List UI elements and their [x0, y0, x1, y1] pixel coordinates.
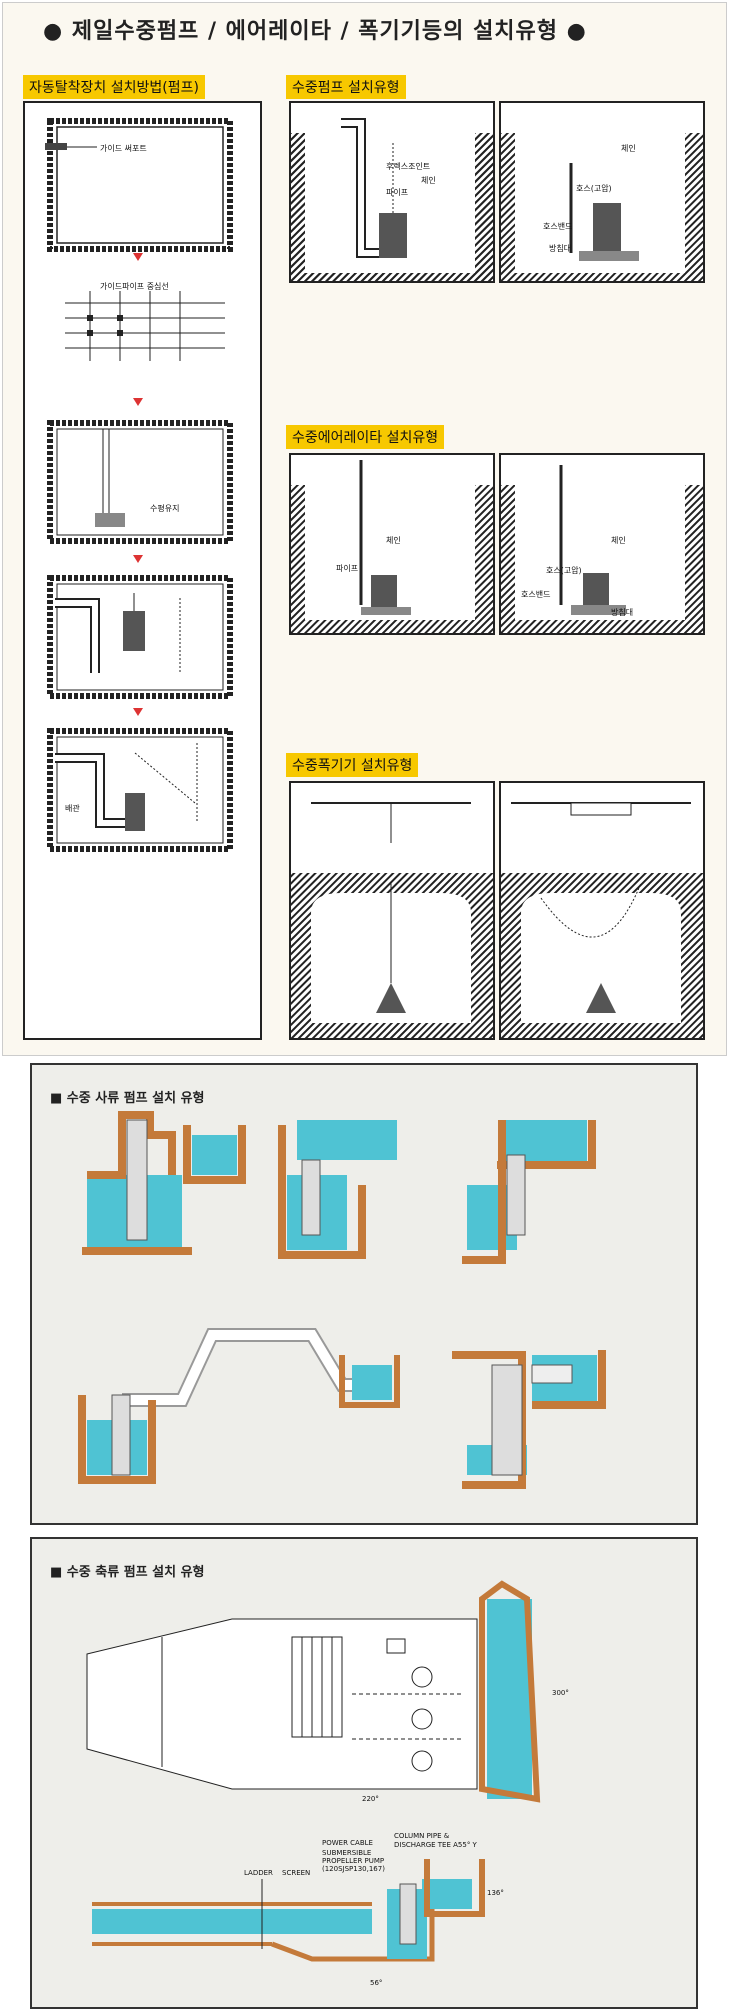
blower-install-a-diagram — [291, 802, 493, 1038]
auto-install-panel: 가이드 써포트 가이드파이프 중심선 수평유지 배관 — [23, 101, 262, 1040]
dim-136-label: 136° — [487, 1889, 504, 1897]
chain-label: 체인 — [421, 176, 436, 185]
pump-install-b-diagram — [501, 133, 703, 281]
auto-joint-label: 후렉스조인트 — [386, 162, 431, 171]
section-label-blower-install: 수중폭기기 설치유형 — [286, 753, 419, 777]
chain-label-b: 체인 — [621, 144, 636, 153]
pump-install-a-diagram — [291, 118, 493, 281]
water-level-label: 수평유지 — [150, 504, 180, 513]
anti-vibration-label: 방침대 — [549, 244, 572, 253]
section-label-auto-install: 자동탈착장치 설치방법(펌프) — [23, 75, 205, 99]
aerator-install-a-diagram — [291, 460, 493, 633]
pump-install-a: 후렉스조인트 파이프 체인 — [289, 101, 495, 283]
aerator-anti-vib-label: 방침대 — [611, 608, 634, 617]
mixed-flow-diagram — [78, 1111, 606, 1489]
pipe-label: 파이프 — [386, 188, 409, 197]
axial-flow-sheet: ■ 수중 축류 펌프 설치 유형 LADDER SCREEN POWER CAB… — [30, 1537, 698, 2009]
aerator-hose-label: 호스(고압) — [546, 566, 582, 575]
ladder-label: LADDER — [244, 1869, 273, 1877]
dim-300-label: 300° — [552, 1689, 569, 1697]
guide-pipe-center-label: 가이드파이프 중심선 — [100, 282, 169, 291]
mixed-flow-sheet: ■ 수중 사류 펌프 설치 유형 — [30, 1063, 698, 1525]
axial-flow-title: ■ 수중 축류 펌프 설치 유형 — [50, 1565, 205, 1580]
aerator-pipe-label: 파이프 — [336, 564, 359, 573]
blower-install-b — [499, 781, 705, 1040]
aerator-install-b: 체인 호스(고압) 호스밴드 방침대 — [499, 453, 705, 635]
mixed-flow-title: ■ 수중 사류 펌프 설치 유형 — [50, 1091, 205, 1106]
section-label-pump-install: 수중펌프 설치유형 — [286, 75, 406, 99]
blower-install-a — [289, 781, 495, 1040]
section-label-aerator-install: 수중에어레이타 설치유형 — [286, 425, 445, 449]
aerator-chain-label: 체인 — [386, 536, 401, 545]
hose-band-label: 호스밴드 — [543, 222, 573, 231]
sub-pump-label-3: (120SJSP130,167) — [322, 1865, 385, 1873]
hose-label: 호스(고압) — [576, 184, 612, 193]
axial-flow-diagram — [86, 1580, 541, 1962]
power-cable-label: POWER CABLE — [322, 1839, 373, 1847]
page-title: ● 제일수중펌프 / 에어레이타 / 폭기기등의 설치유형 ● — [43, 19, 587, 44]
sub-pump-label-1: SUBMERSIBLE — [322, 1849, 372, 1857]
aerator-install-b-diagram — [501, 465, 703, 633]
screen-label: SCREEN — [282, 1869, 311, 1877]
column-pipe-label: COLUMN PIPE & — [394, 1832, 450, 1840]
aerator-install-a: 체인 파이프 — [289, 453, 495, 635]
pump-install-b: 체인 호스(고압) 호스밴드 방침대 — [499, 101, 705, 283]
blower-install-b-diagram — [501, 802, 703, 1038]
auto-install-diagram — [45, 118, 233, 852]
aerator-chain-label-b: 체인 — [611, 536, 626, 545]
discharge-pipe-label: 배관 — [65, 804, 80, 813]
dim-220-label: 220° — [362, 1795, 379, 1803]
aerator-hose-band-label: 호스밴드 — [521, 590, 551, 599]
installation-sheet: ● 제일수중펌프 / 에어레이타 / 폭기기등의 설치유형 ● 자동탈착장치 설… — [2, 2, 727, 1056]
guide-support-label: 가이드 써포트 — [100, 144, 147, 153]
dim-56-label: 56° — [370, 1979, 383, 1987]
sub-pump-label-2: PROPELLER PUMP — [322, 1857, 385, 1865]
discharge-tee-label: DISCHARGE TEE A55° Y — [394, 1841, 477, 1849]
